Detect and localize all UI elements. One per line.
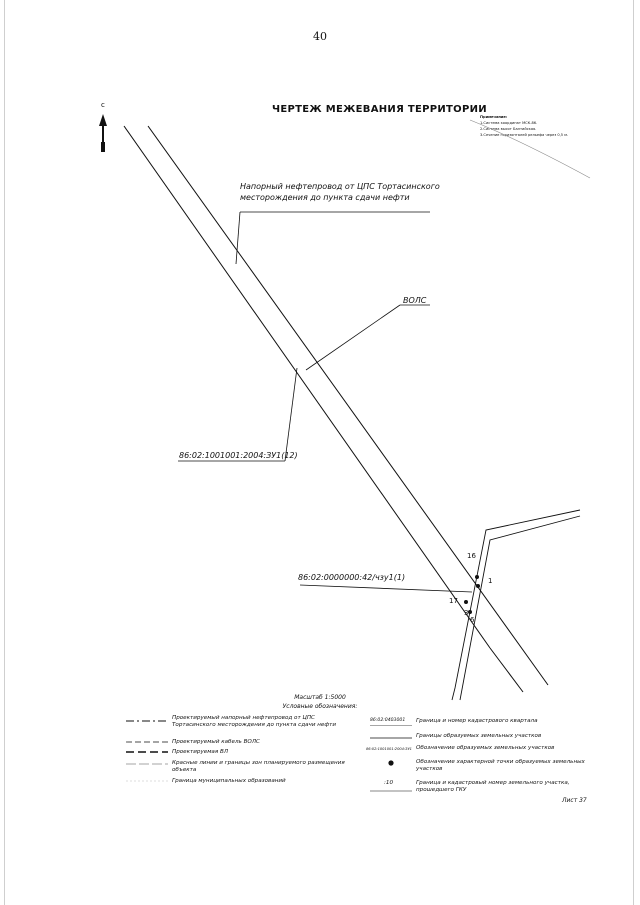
drawing-title: ЧЕРТЕЖ МЕЖЕВАНИЯ ТЕРРИТОРИИ xyxy=(272,104,487,115)
note-item: 3.Сечение горизонталей рельефа через 0,5… xyxy=(480,133,569,137)
north-arrow-icon xyxy=(99,114,107,152)
legend-right-item: Границы образуемых земельных участков xyxy=(416,733,542,739)
pipeline-leader-drop xyxy=(235,211,241,265)
page-edge-left xyxy=(4,0,5,905)
page-edge-right xyxy=(633,0,634,905)
legend-right-samples xyxy=(370,725,412,792)
cadastral-1-leader xyxy=(284,367,298,462)
cadastral-2-leader xyxy=(299,584,473,593)
point-label-3: 3 xyxy=(464,609,469,617)
legend-left-item: Проектируемый кабель ВОЛС xyxy=(172,739,260,745)
legend-left-item: Проектируемая ВЛ xyxy=(172,749,229,755)
scale-text: Масштаб 1:5000 xyxy=(294,694,346,701)
notes-heading: Примечание: xyxy=(480,115,508,119)
point-label-16: 16 xyxy=(467,552,476,560)
pipeline-label: Напорный нефтепровод от ЦПС Тортасинског… xyxy=(240,182,440,202)
point-marker xyxy=(475,575,479,579)
point-label-17: 17 xyxy=(449,597,458,605)
legend-left-samples xyxy=(126,720,168,782)
cadastral-label-2: 86:02:0000000:42/чзу1(1) xyxy=(298,573,406,582)
legend-right-item: Обозначение образуемых земельных участко… xyxy=(416,745,555,751)
cadastral-label-1: 86:02:1001001:2004:ЗУ1(12) xyxy=(179,451,298,460)
legend-left-item: Граница муниципальных образований xyxy=(172,778,286,784)
corridor-line-left-tail xyxy=(489,647,524,693)
note-item: 2.Система высот Балтийская. xyxy=(480,127,537,131)
point-marker xyxy=(476,584,480,588)
note-item: 1.Система координат МСК-86. xyxy=(480,121,538,125)
legend-sample-quarter: 86:02:0403001 xyxy=(370,718,406,723)
legend-left-item: Красные линии и границы зон планируемого… xyxy=(172,760,345,773)
point-marker xyxy=(468,610,472,614)
plot-boundary-outer xyxy=(451,509,581,701)
sheet-number: Лист 37 xyxy=(562,797,587,804)
legend-right-item: Обозначение характерной точки образуемых… xyxy=(416,759,585,772)
legend-right-item: Граница и номер кадастрового квартала xyxy=(416,718,538,724)
legend-left-item: Проектируемый напорный нефтепровод от ЦП… xyxy=(172,715,337,728)
corridor-line-right xyxy=(147,125,549,686)
point-label-6: 6 xyxy=(470,616,475,624)
notes-block: Примечание: 1.Система координат МСК-86. … xyxy=(480,114,568,138)
point-marker xyxy=(464,600,468,604)
corridor-line-left xyxy=(123,125,491,649)
vols-leader xyxy=(305,304,401,371)
legend-right-item: Граница и кадастровый номер земельного у… xyxy=(416,780,570,793)
legend-sample-parcel: :10 xyxy=(384,780,394,786)
page-number: 40 xyxy=(313,30,327,43)
notes-leader-line xyxy=(469,119,591,179)
north-letter: с xyxy=(101,101,105,109)
vols-label: ВОЛС xyxy=(403,296,427,305)
legend-sample-plot: 86:02:1001001:2004:ЗУ1 xyxy=(366,747,412,751)
legend-title: Условные обозначения: xyxy=(282,703,358,710)
plot-boundary-inner xyxy=(459,515,581,701)
point-label-1: 1 xyxy=(488,577,493,585)
